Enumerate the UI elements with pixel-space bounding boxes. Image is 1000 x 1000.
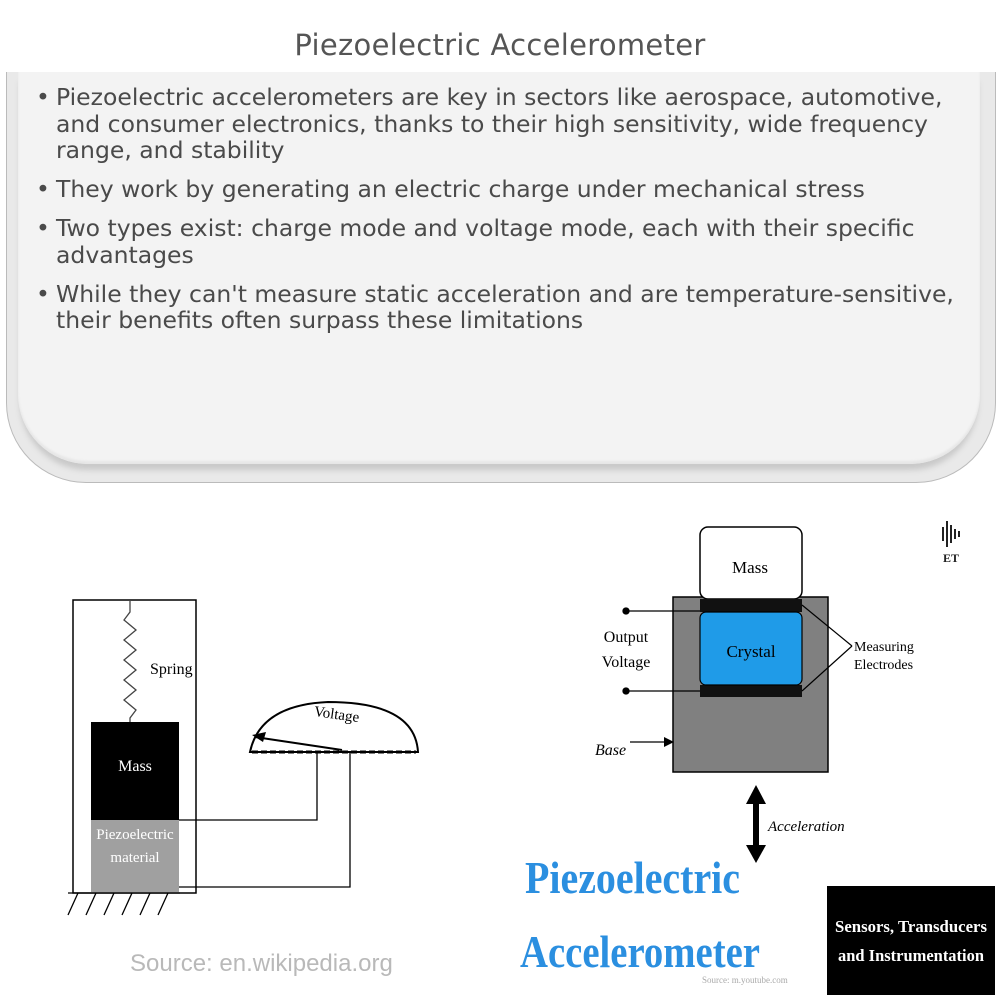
base-arrowhead <box>664 737 674 747</box>
measuring-label-line2: Electrodes <box>854 658 913 673</box>
electrode-leaders <box>801 604 853 692</box>
right-diagram: Mass Crystal Output Voltage Measuring El… <box>520 521 995 995</box>
spring-label: Spring <box>150 661 193 678</box>
category-badge <box>827 886 995 995</box>
badge-line1: Sensors, Transducers <box>835 917 987 936</box>
badge-line2: and Instrumentation <box>838 946 985 965</box>
source-right: Source: m.youtube.com <box>702 975 788 985</box>
upper-electrode <box>700 599 802 612</box>
source-left: Source: en.wikipedia.org <box>130 950 393 977</box>
mass-label: Mass <box>118 758 152 775</box>
big-title-line2: Accelerometer <box>520 926 760 977</box>
base-label: Base <box>595 742 626 759</box>
wires <box>179 753 351 888</box>
output-label-line2: Voltage <box>602 654 651 671</box>
piezo-label-line1: Piezoelectric <box>96 827 174 843</box>
left-diagram: Spring Mass Piezoelectric material Volta… <box>67 599 420 916</box>
bullet-list: Piezoelectric accelerometers are key in … <box>36 84 956 346</box>
mass-block <box>91 722 179 820</box>
bullet-item: While they can't measure static accelera… <box>36 280 956 334</box>
piezo-block <box>91 820 179 892</box>
bullet-item: They work by generating an electric char… <box>36 176 956 203</box>
voltmeter-icon <box>248 700 420 753</box>
voltmeter-needle <box>254 736 343 751</box>
right-mass-label: Mass <box>732 558 768 577</box>
spring-icon <box>122 600 138 722</box>
acceleration-arrow-icon <box>746 785 766 863</box>
ground-hatch <box>67 892 180 916</box>
bullet-item: Piezoelectric accelerometers are key in … <box>36 84 956 164</box>
crystal-label: Crystal <box>726 642 775 661</box>
bullet-item: Two types exist: charge mode and voltage… <box>36 215 956 268</box>
needle-arrow <box>252 732 266 742</box>
big-title-line1: Piezoelectric <box>525 852 740 903</box>
voltage-label: Voltage <box>313 704 361 726</box>
logo-text: ET <box>943 551 959 565</box>
output-wires <box>622 607 700 695</box>
crystal-block <box>699 611 803 686</box>
page-title: Piezoelectric Accelerometer <box>294 28 706 62</box>
lower-electrode <box>700 685 802 697</box>
piezo-label-line2: material <box>110 850 159 866</box>
acceleration-label: Acceleration <box>767 819 845 835</box>
output-label-line1: Output <box>604 629 649 646</box>
measuring-label-line1: Measuring <box>854 640 914 655</box>
waveform-logo-icon <box>942 521 960 547</box>
